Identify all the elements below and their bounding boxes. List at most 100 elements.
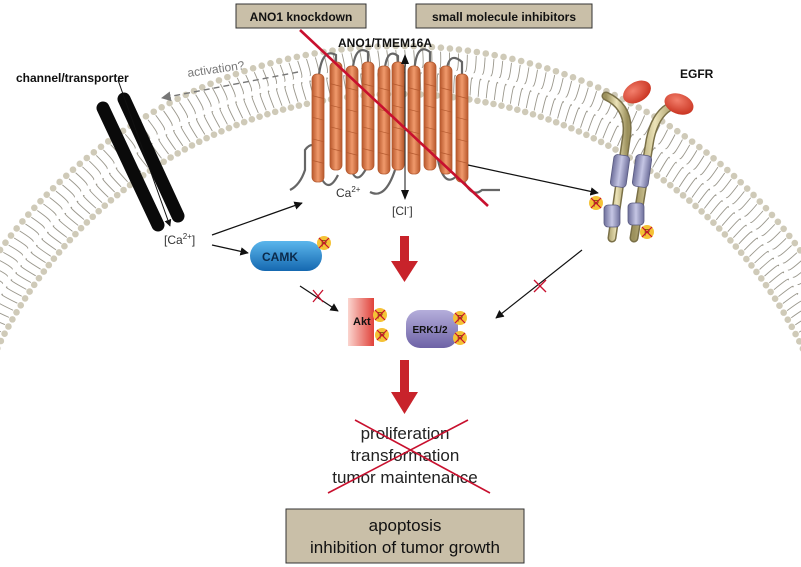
lipid-tail	[453, 53, 459, 94]
ano1-helix-turn	[329, 104, 343, 109]
lipid-head-inner	[287, 104, 295, 111]
lipid-tail	[703, 178, 732, 209]
lipid-tail	[1, 293, 18, 304]
outcomes-inhibition-cross	[327, 419, 491, 494]
lipid-head-outer	[743, 185, 751, 192]
lipid-head-inner	[61, 242, 68, 250]
ano1-helix	[423, 61, 437, 171]
lipid-tail	[89, 160, 115, 193]
lipid-head-outer	[768, 211, 776, 219]
lipid-head-outer	[491, 51, 498, 59]
ano1-helix	[377, 65, 391, 175]
lipid-tail	[572, 87, 589, 125]
ano1-helix-turn	[439, 108, 453, 113]
ano1-helix	[345, 65, 359, 175]
lipid-head-inner	[762, 281, 770, 289]
lipid-tail	[124, 133, 149, 168]
lipid-tail	[685, 161, 712, 193]
lipid-head-outer	[509, 55, 516, 63]
lipid-head-outer	[62, 172, 70, 180]
lipid-head-inner	[597, 138, 605, 146]
ano1-helix-turn	[361, 126, 375, 131]
lipid-tail	[43, 203, 73, 232]
lipid-head-inner	[590, 134, 598, 142]
lipid-head-inner	[545, 116, 552, 123]
ano1-helix	[311, 73, 325, 183]
lipid-head-outer	[643, 108, 650, 116]
channel-transporter	[96, 79, 185, 232]
ano1-helix-turn	[329, 83, 343, 87]
egfr-label: EGFR	[680, 67, 714, 81]
lipid-head-outer	[198, 84, 206, 91]
ano1-helix-turn	[407, 87, 421, 91]
lipid-tail	[754, 238, 787, 264]
lipid-head-inner	[692, 202, 699, 210]
lipid-tail	[709, 184, 739, 215]
lipid-head-outer	[207, 80, 214, 88]
lipid-tail	[533, 72, 547, 111]
lipid-head-inner	[757, 275, 765, 282]
lipid-tail	[0, 280, 22, 297]
lipid-head-inner	[788, 323, 796, 331]
ano1-helix-turn	[329, 148, 343, 152]
ano1-helix-turn	[377, 87, 391, 91]
lipid-tail	[187, 98, 206, 135]
lipid-head-inner	[575, 128, 583, 135]
ano1-helix-turn	[455, 116, 469, 121]
lipid-head-inner	[660, 177, 668, 184]
lipid-head-inner	[1, 330, 8, 338]
lipid-head-outer	[104, 138, 112, 145]
lipid-head-outer	[25, 211, 32, 218]
ano1-helix-turn	[455, 95, 469, 99]
lipid-tail	[262, 69, 275, 109]
lipid-tail	[733, 210, 764, 239]
ano1-to-egfr-arrow	[467, 164, 599, 196]
lipid-head-inner	[498, 102, 505, 109]
lipid-tail	[171, 106, 191, 143]
red-arrow-upper	[391, 236, 418, 282]
lipid-head-inner	[568, 124, 575, 132]
phospho-site: P	[453, 311, 467, 325]
lipid-head-inner	[721, 231, 729, 238]
lipid-head-inner	[248, 116, 256, 123]
lipid-tail	[0, 312, 10, 318]
lipid-tail	[271, 66, 283, 106]
phospho-site: P	[589, 196, 603, 210]
lipid-tail	[501, 62, 512, 102]
ano1-helix-turn	[361, 104, 375, 109]
lipid-head-inner	[552, 118, 560, 126]
lipid-tail	[485, 59, 495, 99]
lipid-head-inner	[77, 224, 85, 232]
lipid-tail	[672, 149, 698, 183]
lipid-head-outer	[158, 104, 165, 111]
egfr-erk-blocked-mark	[533, 279, 547, 293]
lipid-tail	[764, 252, 798, 277]
lipid-head-inner	[771, 295, 779, 303]
lipid-head-outer	[730, 172, 738, 180]
erk-label: ERK1/2	[412, 325, 447, 336]
lipid-tail	[297, 60, 307, 101]
lipid-head-inner	[21, 295, 29, 302]
lipid-tail	[715, 191, 745, 221]
lipid-head-outer	[750, 191, 757, 199]
lipid-head-outer	[446, 45, 454, 52]
ano1-helix	[361, 61, 375, 171]
ano1-helix	[455, 73, 469, 183]
ano1-helix-turn	[391, 126, 405, 131]
lipid-tail	[0, 303, 14, 311]
ano1-helix-turn	[311, 160, 325, 164]
lipid-head-inner	[737, 249, 745, 257]
ano1-helix-turn	[439, 152, 453, 156]
lipid-head-inner	[666, 181, 674, 189]
lipid-tail	[549, 77, 564, 116]
lipid-head-outer	[19, 218, 26, 225]
lipid-tail	[3, 251, 36, 277]
lipid-tail	[773, 271, 801, 291]
lipid-head-inner	[30, 281, 38, 289]
ano1-helix-turn	[455, 160, 469, 164]
lipid-head-inner	[55, 249, 63, 256]
lipid-tail	[738, 217, 770, 245]
lipid-head-outer	[293, 53, 301, 61]
lipid-head-outer	[419, 43, 427, 50]
lipid-tail	[13, 237, 46, 264]
